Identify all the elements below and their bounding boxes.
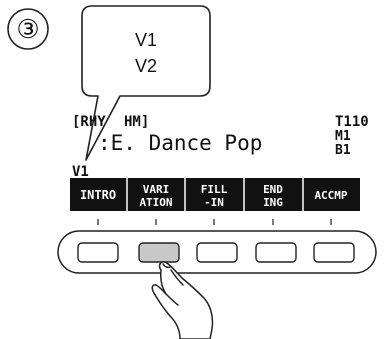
soft-key-bar: INTRO VARI ATION FILL -IN END ING ACCMP bbox=[70, 178, 360, 211]
callout-line-2: V2 bbox=[135, 56, 157, 76]
fingernail bbox=[162, 263, 171, 269]
tick-marks bbox=[97, 219, 332, 225]
lcd-style-name: :E. Dance Pop bbox=[98, 131, 262, 155]
soft-key-label-ending-1: END bbox=[263, 183, 283, 196]
finger-crease bbox=[165, 293, 179, 306]
step-circle bbox=[7, 8, 49, 50]
soft-key-label-accmp: ACCMP bbox=[314, 189, 347, 202]
finger-crease bbox=[170, 269, 184, 286]
soft-key-label-variation-1: VARI bbox=[143, 183, 170, 196]
soft-button-4[interactable] bbox=[255, 242, 297, 263]
soft-button-5[interactable] bbox=[313, 242, 355, 263]
lcd-beat: B1 bbox=[335, 143, 351, 158]
soft-button-2-pressed[interactable] bbox=[138, 242, 180, 263]
step-number: ③ bbox=[16, 14, 39, 44]
callout-outline bbox=[81, 5, 211, 161]
soft-key-label-fill-1: FILL bbox=[201, 183, 228, 196]
lcd-header-left-tail: HM] bbox=[124, 114, 149, 130]
soft-key-bar-background bbox=[70, 178, 360, 211]
lcd-measure: M1 bbox=[335, 129, 351, 144]
lcd-tempo: T110 bbox=[335, 114, 369, 130]
soft-key-label-fill-2: -IN bbox=[204, 196, 224, 209]
soft-key-label-intro: INTRO bbox=[80, 188, 116, 202]
lcd-header-left: [RHY bbox=[72, 114, 106, 130]
soft-key-label-variation-2: ATION bbox=[139, 196, 172, 209]
hand-outline bbox=[151, 261, 214, 339]
soft-button-3[interactable] bbox=[196, 242, 238, 263]
soft-key-label-ending-2: ING bbox=[263, 196, 283, 209]
lcd-variation: V1 bbox=[72, 164, 89, 180]
callout-line-1: V1 bbox=[135, 30, 157, 50]
lcd-screen: [RHY HM] :E. Dance Pop T110 M1 B1 V1 bbox=[72, 114, 369, 180]
callout-bubble: V1 V2 bbox=[81, 5, 211, 161]
button-rail bbox=[57, 230, 377, 274]
soft-button-1[interactable] bbox=[77, 242, 119, 263]
pressing-hand-icon bbox=[151, 261, 214, 339]
step-indicator: ③ bbox=[7, 8, 49, 50]
